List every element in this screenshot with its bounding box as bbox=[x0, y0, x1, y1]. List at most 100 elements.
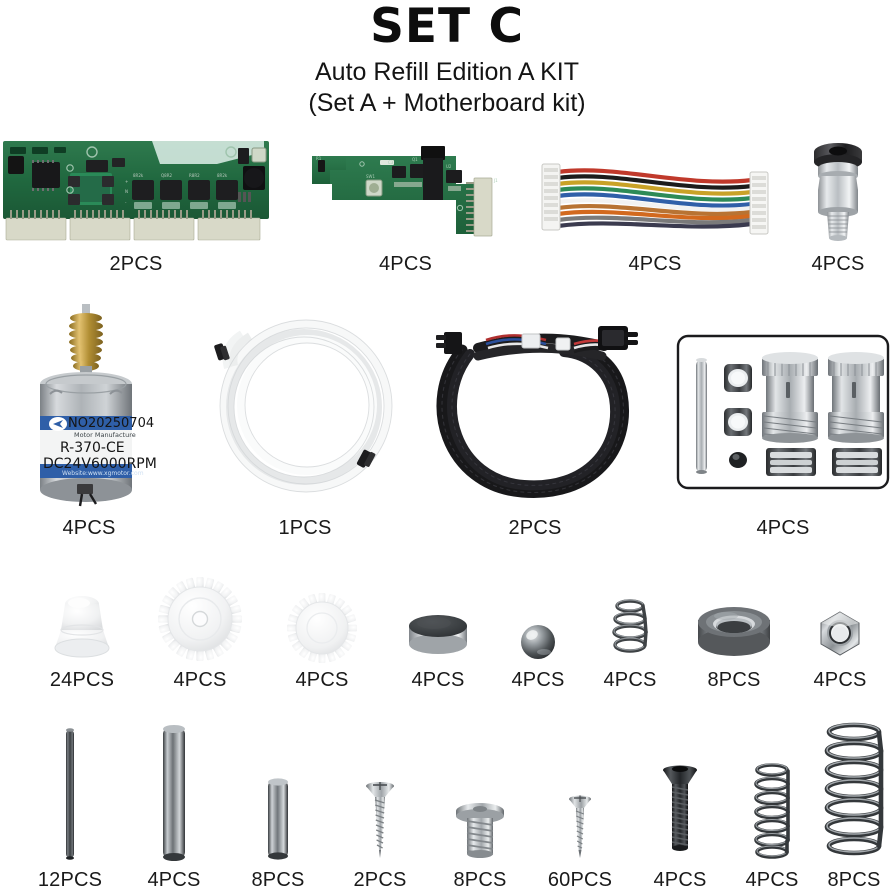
component-gear-small: 4PCS bbox=[262, 572, 382, 692]
quantity-label: 1PCS bbox=[278, 517, 332, 539]
quantity-label: 4PCS bbox=[411, 669, 465, 691]
component-row-3: 24PCS bbox=[0, 572, 894, 692]
quantity-label: 4PCS bbox=[511, 669, 565, 691]
svg-text:Q8R2: Q8R2 bbox=[161, 173, 172, 178]
quantity-label: 2PCS bbox=[109, 253, 163, 275]
pin-short-image bbox=[264, 714, 292, 862]
screw-small-image bbox=[564, 714, 596, 862]
page-title: SET C bbox=[370, 0, 524, 54]
svg-text:U2: U2 bbox=[446, 164, 452, 169]
component-braided-cable: 2PCS bbox=[420, 300, 650, 540]
component-silicone-plug: 24PCS bbox=[22, 572, 142, 692]
ribbon-cable-image bbox=[536, 142, 774, 246]
component-gear-large: 4PCS bbox=[140, 572, 260, 692]
gear-small-image bbox=[284, 577, 360, 663]
quantity-label: 8PCS bbox=[707, 669, 761, 691]
svg-text:DC24V6000RPM: DC24V6000RPM bbox=[43, 456, 157, 472]
svg-text:Website:www.xgmotor.com: Website:www.xgmotor.com bbox=[62, 470, 144, 477]
component-row-2: NO20250704 Motor Manufacture R-370-CE DC… bbox=[0, 300, 894, 540]
svg-text:R-370-CE: R-370-CE bbox=[60, 440, 125, 456]
svg-text:SW1: SW1 bbox=[366, 174, 375, 179]
component-conical-spring: 4PCS bbox=[580, 572, 680, 692]
component-screw-countersunk: 2PCS bbox=[330, 712, 430, 892]
component-ribbon-cable: 4PCS bbox=[535, 136, 775, 276]
subtitle-line-1: Auto Refill Edition A KIT bbox=[314, 58, 580, 87]
component-magnet-disc: 4PCS bbox=[384, 572, 492, 692]
hex-nut-image bbox=[811, 577, 869, 662]
dc-motor-image: NO20250704 Motor Manufacture R-370-CE DC… bbox=[24, 298, 157, 510]
quantity-label: 8PCS bbox=[453, 869, 507, 891]
component-pin-short: 8PCS bbox=[226, 712, 330, 892]
quantity-label: 4PCS bbox=[653, 869, 707, 891]
component-hardware-box: 4PCS bbox=[672, 300, 894, 540]
braided-cable-image bbox=[426, 310, 644, 510]
quantity-label: 4PCS bbox=[603, 669, 657, 691]
component-dc-motor: NO20250704 Motor Manufacture R-370-CE DC… bbox=[0, 300, 178, 540]
conical-spring-image bbox=[602, 577, 658, 662]
bolt-button-head-image bbox=[454, 714, 506, 862]
quantity-label: 24PCS bbox=[49, 669, 115, 691]
quantity-label: 2PCS bbox=[353, 869, 407, 891]
svg-text:8R2k: 8R2k bbox=[133, 173, 144, 178]
component-main-pcb: 8R2k Q8R2 R8R2 8R2k + N - bbox=[0, 136, 272, 276]
spring-large-image bbox=[816, 714, 892, 862]
spring-medium-image bbox=[745, 714, 799, 862]
svg-text:N: N bbox=[125, 189, 128, 194]
quantity-label: 8PCS bbox=[827, 869, 881, 891]
component-pin-thick-long: 4PCS bbox=[122, 712, 226, 892]
svg-text:NO20250704: NO20250704 bbox=[68, 416, 154, 431]
svg-text:Motor Manufacture: Motor Manufacture bbox=[74, 431, 136, 439]
svg-text:C3: C3 bbox=[388, 160, 394, 165]
ball-bearing-image bbox=[693, 577, 775, 662]
ptfe-tube-image bbox=[210, 306, 400, 510]
magnet-disc-image bbox=[403, 577, 473, 662]
quantity-label: 4PCS bbox=[811, 253, 865, 275]
svg-text:-: - bbox=[125, 200, 127, 205]
quantity-label: 4PCS bbox=[147, 869, 201, 891]
gear-large-image bbox=[157, 577, 243, 662]
quantity-label: 4PCS bbox=[745, 869, 799, 891]
quantity-label: 4PCS bbox=[378, 253, 433, 275]
svg-text:Q1: Q1 bbox=[412, 157, 418, 162]
pin-thin-long-image bbox=[60, 714, 80, 862]
quantity-label: 4PCS bbox=[173, 669, 227, 691]
header: SET C Auto Refill Edition A KIT (Set A +… bbox=[0, 0, 894, 118]
svg-text:J1: J1 bbox=[493, 178, 498, 183]
component-screw-small: 60PCS bbox=[530, 712, 630, 892]
quantity-label: 4PCS bbox=[628, 253, 682, 275]
quantity-label: 4PCS bbox=[813, 669, 867, 691]
component-spring-medium: 4PCS bbox=[730, 712, 814, 892]
steel-ball-image bbox=[517, 577, 559, 662]
hardware-box-image bbox=[676, 334, 890, 510]
component-screw-black: 4PCS bbox=[630, 712, 730, 892]
svg-text:+: + bbox=[125, 179, 128, 184]
quantity-label: 4PCS bbox=[756, 517, 810, 539]
quantity-label: 8PCS bbox=[251, 869, 305, 891]
main-pcb-image: 8R2k Q8R2 R8R2 8R2k + N - bbox=[2, 138, 270, 246]
svg-text:R8R2: R8R2 bbox=[189, 173, 200, 178]
screw-countersunk-image bbox=[360, 714, 400, 862]
component-pneumatic-fitting: 4PCS bbox=[782, 136, 894, 276]
quantity-label: 12PCS bbox=[37, 869, 103, 891]
component-ptfe-tube: 1PCS bbox=[196, 300, 414, 540]
quantity-label: 4PCS bbox=[62, 517, 116, 539]
silicone-plug-image bbox=[43, 577, 121, 662]
component-hex-nut: 4PCS bbox=[786, 572, 894, 692]
component-row-1: 8R2k Q8R2 R8R2 8R2k + N - bbox=[0, 136, 894, 276]
component-steel-ball: 4PCS bbox=[488, 572, 588, 692]
quantity-label: 4PCS bbox=[295, 669, 349, 691]
svg-text:R1: R1 bbox=[316, 156, 322, 161]
component-spring-large: 8PCS bbox=[814, 712, 894, 892]
quantity-label: 2PCS bbox=[508, 517, 562, 539]
screw-black-image bbox=[658, 714, 702, 862]
component-ball-bearing: 8PCS bbox=[678, 572, 790, 692]
pin-thick-long-image bbox=[159, 714, 189, 862]
svg-text:8R2k: 8R2k bbox=[217, 173, 228, 178]
subtitle-line-2: (Set A + Motherboard kit) bbox=[308, 88, 586, 117]
quantity-label: 60PCS bbox=[547, 869, 613, 891]
component-bolt-button-head: 8PCS bbox=[430, 712, 530, 892]
component-row-4: 12PCS 4PCS bbox=[0, 712, 894, 892]
component-pin-thin-long: 12PCS bbox=[18, 712, 122, 892]
